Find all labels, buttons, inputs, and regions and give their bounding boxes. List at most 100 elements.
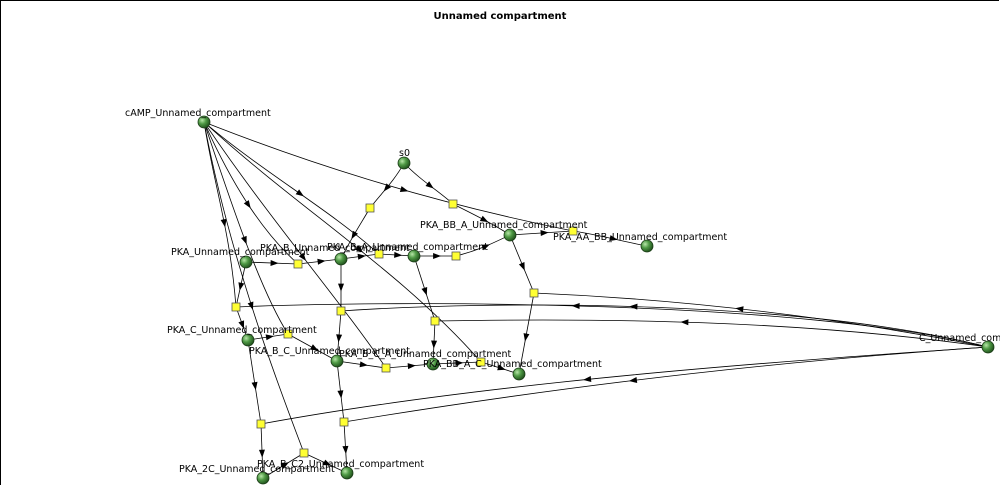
reaction-edge <box>203 121 380 255</box>
reaction-edge <box>203 121 482 363</box>
reaction-node[interactable] <box>293 259 303 269</box>
species-label: PKA_C_Unnamed_compartment <box>167 325 317 336</box>
reaction-edge <box>203 121 574 232</box>
species-label: C_Unnamed_compartment <box>919 333 1000 344</box>
arrow-head <box>523 333 530 342</box>
reaction-edge <box>434 319 989 348</box>
arrow-head <box>583 376 592 383</box>
species-label: PKA_B_C2_Unnamed_compartment <box>257 459 424 470</box>
species-node-pka-aa-bb[interactable] <box>640 239 654 253</box>
reaction-node[interactable] <box>568 226 578 236</box>
species-label: PKA_B_A_Unnamed_compartment <box>327 242 488 253</box>
arrow-head <box>481 244 490 251</box>
reaction-edge <box>235 303 989 348</box>
species-node-pka-b-c-a[interactable] <box>426 357 440 371</box>
arrow-head <box>629 303 638 310</box>
reaction-node[interactable] <box>299 448 309 458</box>
species-node-pka-c[interactable] <box>241 333 255 347</box>
reaction-node[interactable] <box>336 306 346 316</box>
reaction-node[interactable] <box>256 419 266 429</box>
reaction-node[interactable] <box>374 249 384 259</box>
species-node-s0[interactable] <box>397 156 411 170</box>
arrow-head <box>243 200 251 209</box>
arrow-head <box>351 230 359 240</box>
arrow-head <box>394 251 403 258</box>
species-label: s0 <box>399 148 410 159</box>
reaction-nodes <box>231 199 578 458</box>
reaction-edge <box>533 292 989 348</box>
species-label: PKA_B_Unnamed_compartment <box>260 243 410 254</box>
species-node-pka-bb-a[interactable] <box>503 228 517 242</box>
reaction-edge <box>203 121 289 335</box>
arrow-head <box>628 377 638 383</box>
arrow-head <box>680 319 689 326</box>
species-label: PKA_AA_BB_Unnamed_compartment <box>553 232 727 243</box>
arrow-head <box>518 262 525 271</box>
species-label: PKA_B_C_A_Unnamed_compartment <box>339 349 512 360</box>
species-node-pka-2c[interactable] <box>256 471 270 485</box>
reaction-node[interactable] <box>365 203 375 213</box>
arrow-head <box>571 302 580 309</box>
arrow-head <box>270 259 279 266</box>
species-label: PKA_BB_A_C_Unnamed_compartment <box>423 359 602 370</box>
species-node-c[interactable] <box>981 340 995 354</box>
arrow-head <box>735 306 744 313</box>
arrow-head <box>342 445 349 455</box>
species-node-pka-b-c2[interactable] <box>340 466 354 480</box>
species-label: PKA_2C_Unnamed_compartment <box>179 464 335 475</box>
species-node-pka-b-a[interactable] <box>407 249 421 263</box>
arrow-head <box>338 283 344 292</box>
arrow-head <box>309 344 319 351</box>
species-label: PKA_Unnamed_compartment <box>171 247 310 258</box>
arrow-head <box>359 361 368 368</box>
arrow-head <box>497 364 506 371</box>
arrow-head <box>317 258 326 265</box>
reaction-node[interactable] <box>430 316 440 326</box>
reaction-node[interactable] <box>283 329 293 339</box>
reaction-edge <box>340 304 989 348</box>
reaction-node[interactable] <box>231 302 241 312</box>
species-node-pka-b[interactable] <box>334 252 348 266</box>
arrow-head <box>298 252 307 261</box>
arrow-head <box>295 189 304 197</box>
arrow-head <box>421 287 428 296</box>
reaction-edge <box>260 346 989 425</box>
reaction-edges <box>203 121 989 479</box>
arrow-head <box>241 235 247 245</box>
reaction-node[interactable] <box>448 199 458 209</box>
species-node-pka-b-c[interactable] <box>330 354 344 368</box>
arrow-head <box>336 334 343 343</box>
arrow-head <box>479 215 489 223</box>
arrow-head <box>431 340 438 349</box>
arrow-head <box>251 381 258 391</box>
arrow-head <box>258 449 265 458</box>
arrow-head <box>609 235 618 241</box>
arrow-head <box>337 390 344 399</box>
arrow-head <box>220 218 227 228</box>
arrow-head <box>425 181 434 189</box>
reaction-node[interactable] <box>451 251 461 261</box>
reaction-edge <box>203 121 305 454</box>
reaction-node[interactable] <box>339 417 349 427</box>
species-label: cAMP_Unnamed_compartment <box>125 108 271 119</box>
arrow-head <box>455 360 464 367</box>
reaction-node[interactable] <box>381 363 391 373</box>
arrow-head <box>383 183 392 192</box>
arrow-head <box>433 253 442 259</box>
species-label: PKA_BB_A_Unnamed_compartment <box>420 220 588 231</box>
arrow-head <box>407 363 416 370</box>
arrow-head <box>354 245 364 253</box>
arrow-head <box>265 334 274 341</box>
arrow-head <box>357 253 366 260</box>
species-node-camp[interactable] <box>197 115 211 129</box>
species-label: PKA_B_C_Unnamed_compartment <box>249 346 410 357</box>
arrow-head <box>399 186 409 192</box>
species-node-pka-bb-a-c[interactable] <box>512 367 526 381</box>
compartment-title: Unnamed compartment <box>433 11 567 22</box>
species-node-pka[interactable] <box>239 255 253 269</box>
reaction-edge <box>203 121 237 308</box>
species-nodes: cAMP_Unnamed_compartment s0PKA_BB_A_Unnam… <box>125 108 1000 485</box>
reaction-node[interactable] <box>476 357 486 367</box>
reaction-node[interactable] <box>529 288 539 298</box>
